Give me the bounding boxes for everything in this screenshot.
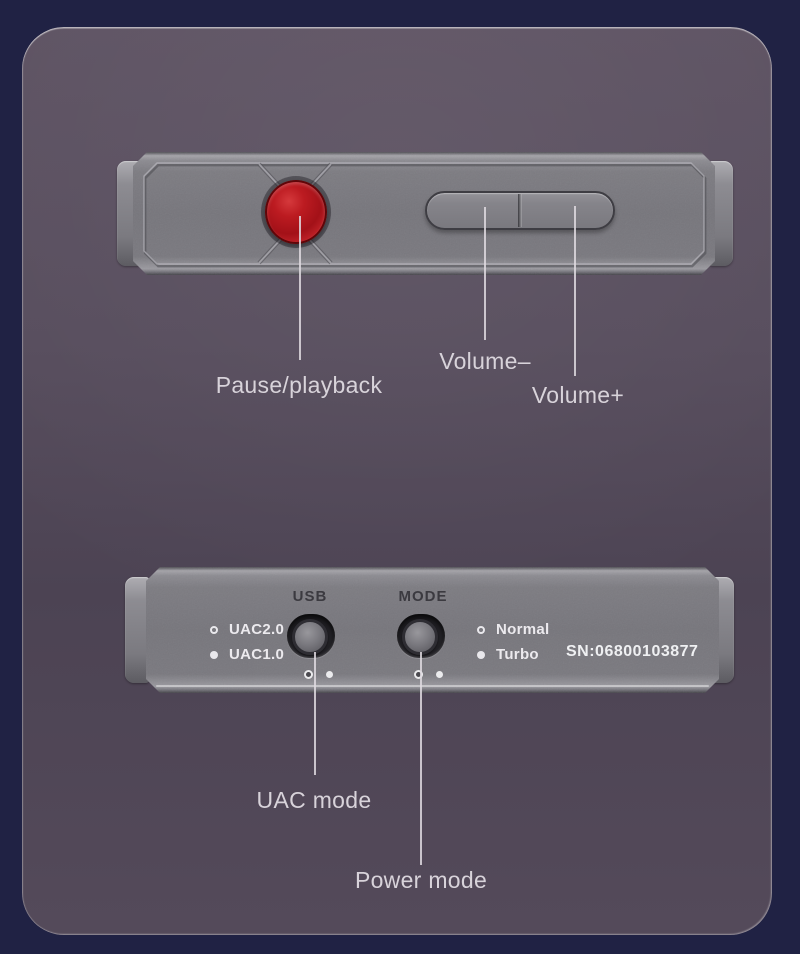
- usb-switch-title: USB: [292, 588, 328, 605]
- option-dot-icon: [210, 651, 218, 659]
- pause-callout-line: [299, 216, 301, 360]
- device-back-view: USB MODE UAC2.0 UAC1.0 Normal Turbo: [125, 567, 734, 693]
- device-left-endcap: [125, 577, 149, 683]
- power-mode-label: Power mode: [354, 867, 488, 893]
- device-top-body: [133, 152, 715, 275]
- power-callout-line: [420, 652, 422, 865]
- usb-switch-position-ring-icon: [304, 670, 313, 679]
- uac2-option: UAC2.0: [210, 621, 284, 638]
- play-pause-button: [265, 180, 327, 244]
- volume-plus-callout-line: [574, 206, 576, 376]
- mode-switch-title: MODE: [398, 588, 448, 605]
- volume-minus-label: Volume–: [439, 348, 531, 374]
- normal-option-label: Normal: [496, 621, 550, 638]
- volume-rocker: [425, 191, 615, 230]
- usb-uac-switch-knob: [292, 619, 328, 655]
- volume-up-button: [520, 193, 613, 228]
- uac-callout-line: [314, 652, 316, 775]
- turbo-option: Turbo: [477, 646, 539, 663]
- backdrop-panel: Pause/playback Volume– Volume+ USB MODE …: [22, 27, 772, 935]
- device-top-view: [117, 152, 733, 275]
- uac-mode-label: UAC mode: [256, 787, 372, 813]
- usb-switch-position-dot-icon: [326, 671, 333, 678]
- device-back-body: USB MODE UAC2.0 UAC1.0 Normal Turbo: [146, 567, 719, 693]
- option-ring-icon: [477, 626, 485, 634]
- volume-down-button: [427, 193, 520, 228]
- edge-highlight: [156, 685, 709, 687]
- normal-option: Normal: [477, 621, 549, 638]
- volume-plus-label: Volume+: [531, 382, 625, 408]
- mode-switch-position-ring-icon: [414, 670, 423, 679]
- option-ring-icon: [210, 626, 218, 634]
- serial-number: SN:06800103877: [566, 643, 699, 660]
- uac2-option-label: UAC2.0: [229, 621, 285, 638]
- volume-minus-callout-line: [484, 207, 486, 340]
- power-mode-switch-knob: [402, 619, 438, 655]
- pause-playback-label: Pause/playback: [215, 372, 383, 398]
- mode-switch-position-dot-icon: [436, 671, 443, 678]
- option-dot-icon: [477, 651, 485, 659]
- rocker-divider: [518, 194, 522, 227]
- uac1-option: UAC1.0: [210, 646, 284, 663]
- bevel-frame: [133, 152, 715, 275]
- uac1-option-label: UAC1.0: [229, 646, 285, 663]
- turbo-option-label: Turbo: [496, 646, 539, 663]
